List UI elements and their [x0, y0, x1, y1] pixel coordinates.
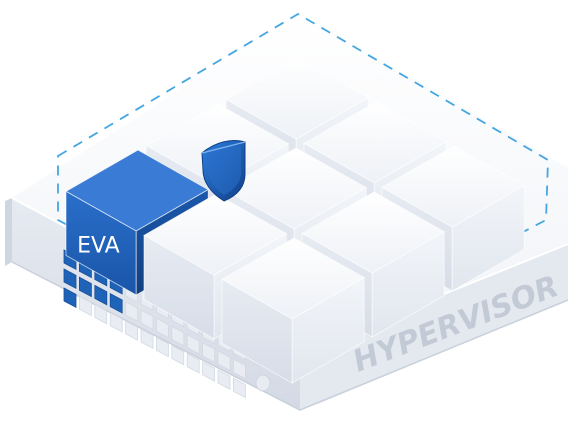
port-panel: [63, 249, 246, 399]
port-empty: [140, 328, 154, 350]
chassis-right-face: [300, 244, 568, 410]
port-active: [109, 292, 123, 314]
port-empty: [233, 358, 246, 380]
port-empty: [125, 320, 138, 341]
port-empty: [94, 303, 108, 325]
port-empty: [186, 333, 200, 355]
port-active: [63, 268, 77, 290]
port-active: [79, 276, 92, 298]
reset-button[interactable]: [255, 374, 271, 392]
port-empty: [217, 369, 231, 391]
port-empty: [79, 295, 92, 317]
port-empty: [140, 309, 154, 331]
port-empty: [109, 311, 123, 333]
shield-icon: [201, 139, 246, 202]
port-empty: [186, 352, 200, 374]
port-empty: [217, 350, 231, 372]
port-empty: [156, 336, 169, 358]
port-empty: [202, 342, 215, 363]
dashed-boundary: [57, 12, 549, 350]
port-empty: [125, 301, 138, 322]
port-empty: [171, 325, 185, 347]
port-empty: [171, 344, 185, 366]
port-empty: [202, 361, 215, 382]
port-active: [94, 284, 108, 306]
port-active: [63, 287, 77, 309]
vm-cube: [221, 237, 366, 384]
port-empty: [233, 377, 246, 399]
eva-label: EVA: [77, 233, 120, 258]
port-empty: [156, 317, 169, 339]
